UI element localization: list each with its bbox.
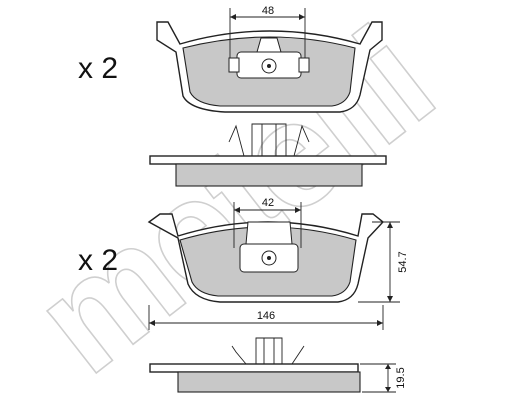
bottom-pad-side-view: 19.5	[149, 337, 407, 393]
top-mount-hole-center	[267, 64, 271, 68]
top-pad-side-view	[149, 123, 387, 187]
bottom-side-backing-plate	[149, 363, 359, 373]
top-side-backing-plate	[149, 155, 387, 165]
top-mount-lug	[256, 37, 282, 53]
bottom-spring-clip	[231, 337, 305, 365]
top-mount-tab-left	[228, 57, 240, 73]
top-mount-tab-right	[298, 57, 310, 73]
thickness-label: 19.5	[395, 367, 407, 388]
bottom-mount-lug	[245, 221, 293, 245]
length-label: 146	[257, 310, 275, 322]
bottom-mount-hole-center	[267, 256, 271, 260]
top-width-label: 48	[262, 5, 274, 17]
bottom-pad-front-view: 42 54.7 146	[147, 197, 409, 330]
top-spring-clip-slot	[261, 124, 277, 156]
bottom-width-label: 42	[262, 197, 274, 209]
top-spring-clip	[228, 123, 310, 157]
quantity-label-bottom: x 2	[78, 244, 118, 277]
bottom-side-friction-material	[177, 371, 361, 393]
quantity-label-top: x 2	[78, 52, 118, 85]
top-pad-front-view: 48	[156, 5, 383, 113]
height-label: 54.7	[397, 251, 409, 272]
top-side-friction-material	[175, 163, 363, 187]
bottom-spring-clip-slot	[263, 338, 275, 364]
